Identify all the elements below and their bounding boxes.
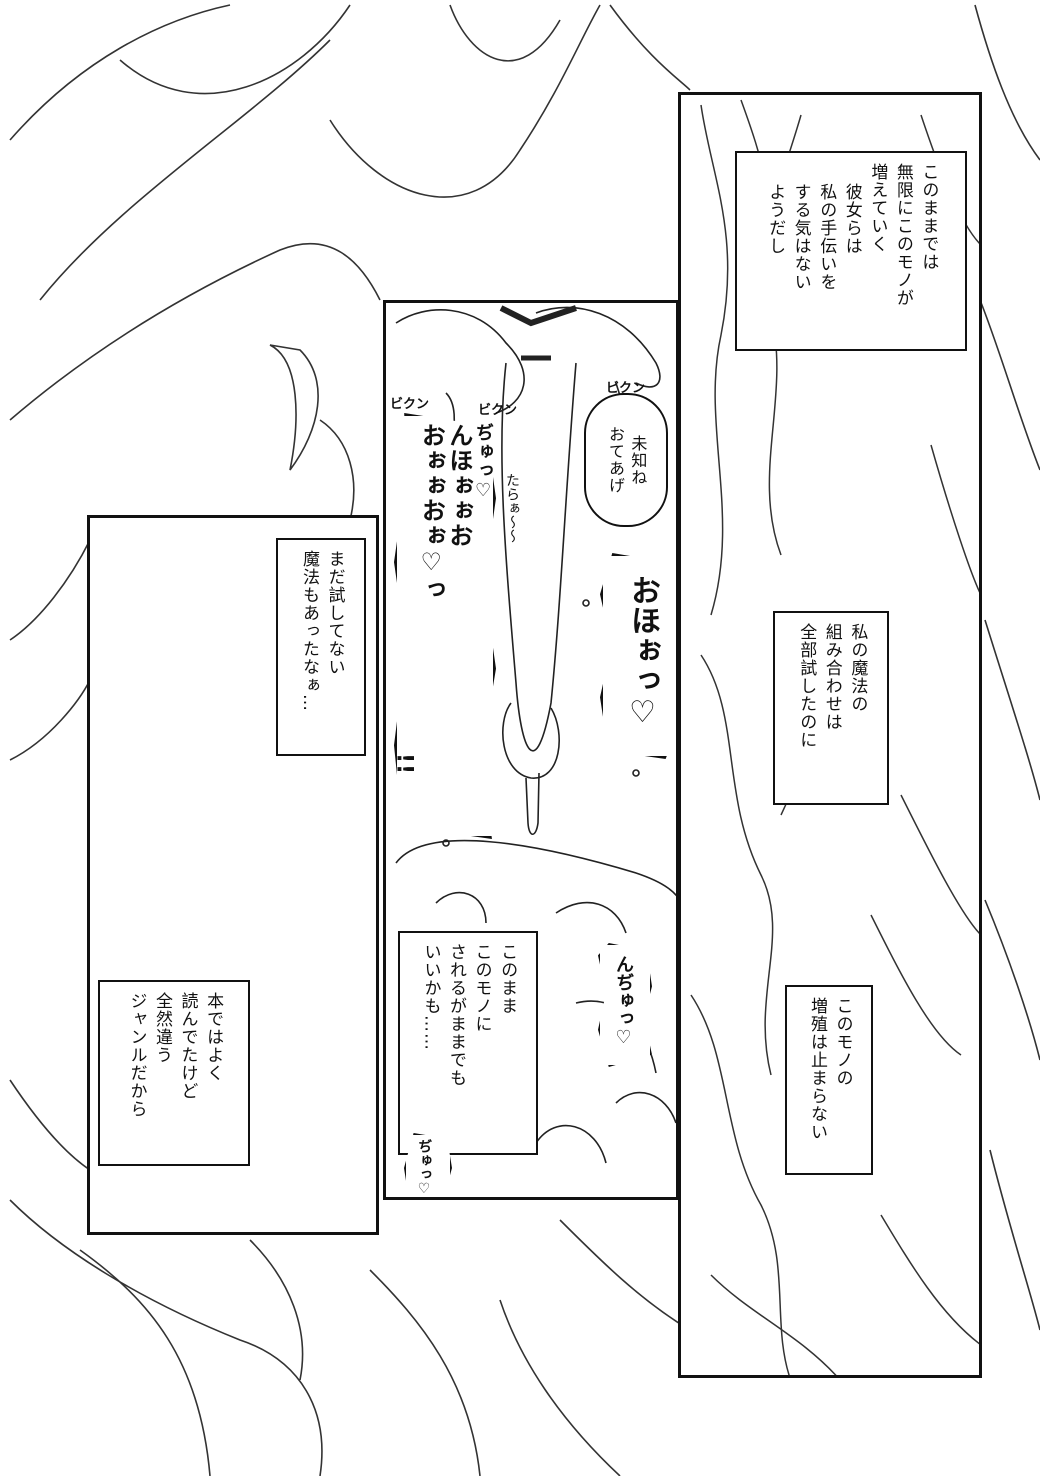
caption-line: 彼女らは xyxy=(841,183,862,255)
caption-box-left-2: 本ではよく 読んでたけど 全然違う ジャンルだから xyxy=(98,980,250,1166)
caption-box-right-2: 私の魔法の 組み合わせは 全部試したのに xyxy=(773,611,889,805)
caption-line: 魔法もあったなぁ… xyxy=(299,550,319,712)
sfx-twitch: ビクン xyxy=(606,381,646,396)
caption-line: 全部試したのに xyxy=(796,623,817,749)
bubble-line: 未知ね xyxy=(628,434,648,486)
drip-art-middle xyxy=(395,305,676,1164)
caption-box-right-1: このままでは 無限にこのモノが 増えていく 彼女らは 私の手伝いを する気はない… xyxy=(735,151,967,351)
sfx-ndu: んぢゅっ♡ xyxy=(613,955,634,1048)
caption-line: このまま xyxy=(497,943,518,1015)
shout-line: !! xyxy=(391,753,417,776)
caption-line: このモノの xyxy=(832,997,853,1087)
caption-line: する気はない xyxy=(790,183,811,291)
caption-line: このモノに xyxy=(471,943,492,1033)
caption-line: 組み合わせは xyxy=(821,623,842,731)
bubble-line: おてあげ xyxy=(606,426,625,494)
shout-text-right: おほぉっ♡ xyxy=(625,575,660,730)
sfx-dyu: ぢゅっ♡ xyxy=(416,1139,432,1197)
caption-line: 増えていく xyxy=(867,163,888,253)
caption-box-right-3: このモノの 増殖は止まらない xyxy=(785,985,873,1175)
caption-line: 全然違う xyxy=(152,992,172,1064)
shout-line: おぉぉおぉ♡っ xyxy=(417,423,446,602)
caption-line: 私の魔法の xyxy=(847,623,868,713)
caption-line: まだ試してない xyxy=(324,550,345,676)
caption-box-left-1: まだ試してない 魔法もあったなぁ… xyxy=(276,538,366,756)
panel-right: このままでは 無限にこのモノが 増えていく 彼女らは 私の手伝いを する気はない… xyxy=(678,92,982,1378)
caption-line: このままでは xyxy=(918,163,939,271)
shout-line: んほぉぉお xyxy=(444,423,473,548)
sfx-twitch: ビクン xyxy=(478,403,518,418)
shout-text-left: ぢゅっ♡ んほぉぉお おぉぉおぉ♡っ !! xyxy=(391,423,494,833)
caption-line: 読んでたけど xyxy=(177,992,198,1100)
shout-line: ぢゅっ♡ xyxy=(472,423,494,502)
sfx-twitch: ビクン xyxy=(390,397,430,412)
caption-line: 無限にこのモノが xyxy=(892,163,913,307)
sfx-drip: たらぁ〜〜 xyxy=(504,473,520,543)
caption-line: 本ではよく xyxy=(203,992,224,1082)
panel-left: まだ試してない 魔法もあったなぁ… 本ではよく 読んでたけど 全然違う ジャンル… xyxy=(87,515,379,1235)
caption-line: ようだし xyxy=(765,183,786,255)
speech-bubble-whisper: 未知ね おてあげ xyxy=(584,393,668,527)
caption-line: 増殖は止まらない xyxy=(807,997,827,1141)
caption-line: ジャンルだから xyxy=(126,992,147,1118)
caption-box-middle: このまま このモノに されるがままでも いいかも…… xyxy=(398,931,538,1155)
caption-line: されるがままでも xyxy=(446,943,466,1087)
caption-line: いいかも…… xyxy=(420,943,441,1051)
caption-line: 私の手伝いを xyxy=(816,183,837,291)
panel-middle: 未知ね おてあげ ビクン ビクン ビクン たらぁ〜〜 ぢゅっ♡ んほぉぉお おぉ… xyxy=(383,300,679,1200)
